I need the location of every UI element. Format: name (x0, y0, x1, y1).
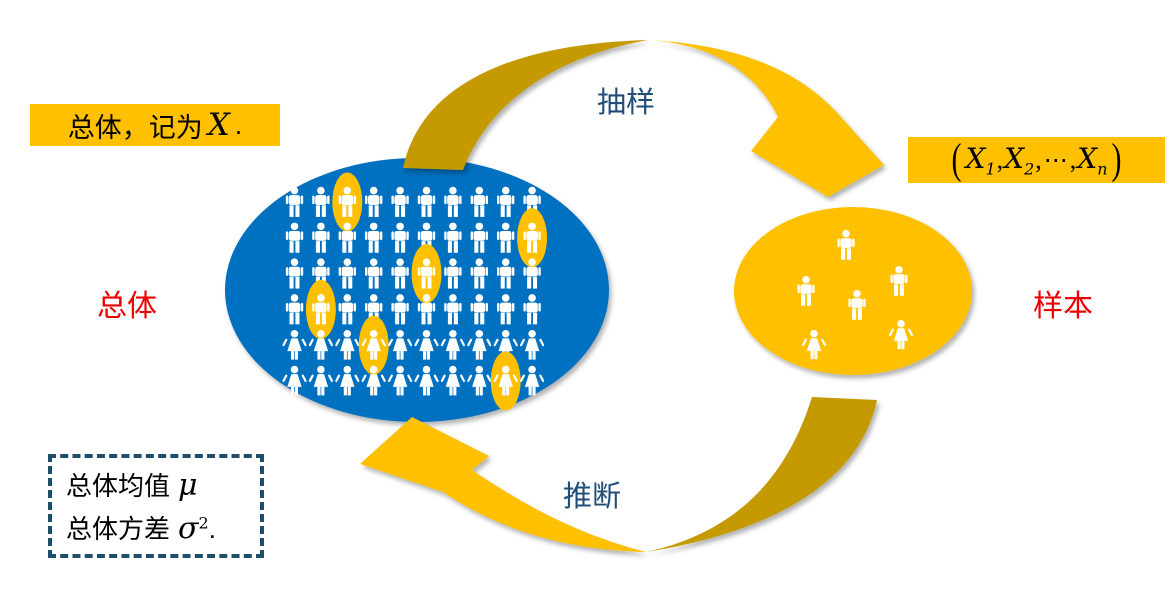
open-parenthesis: ( (951, 135, 962, 184)
tuple-subscript: n (1097, 159, 1108, 179)
tuple-variable: X1 (965, 141, 996, 179)
sampling-arrow-tail (403, 40, 648, 170)
comma-separator: , (1035, 145, 1042, 174)
tuple-variable: X2 (1004, 141, 1035, 179)
population-variance-text: 总体方差 (66, 514, 171, 544)
tuple-subscript: 2 (1024, 159, 1035, 179)
sample-tuple-box: (X1,X2,⋯,Xn) (908, 135, 1165, 184)
population-name-text: 总体，记为 (67, 112, 203, 143)
population-label: 总体 (97, 290, 157, 323)
sample-ellipse (734, 207, 972, 375)
inference-arrow-tail (646, 397, 877, 552)
inference-arrow-label: 推断 (562, 481, 621, 513)
sample-label: 样本 (1033, 290, 1093, 323)
inference-arrow-head (360, 417, 646, 552)
variance-period: . (208, 514, 216, 544)
population-name-box: 总体，记为 X . (30, 104, 280, 146)
tuple-subscript: 1 (985, 159, 996, 179)
population-people-grid (282, 172, 548, 411)
population-variable-x: X (207, 107, 230, 143)
tuple-variable: Xn (1077, 141, 1108, 179)
close-parenthesis: ) (1111, 135, 1122, 184)
ellipsis-dots: ⋯ (1043, 146, 1068, 174)
sigma-symbol: σ (178, 511, 199, 546)
comma-separator: , (996, 145, 1004, 174)
comma-separator: , (1069, 145, 1077, 174)
population-mean-text: 总体均值 (66, 471, 171, 501)
sampling-arrow-label: 抽样 (596, 87, 655, 119)
population-name-period: . (234, 109, 243, 140)
cycle-arrows (360, 40, 884, 552)
mu-symbol: μ (178, 468, 198, 503)
sigma-exponent: 2 (198, 513, 209, 533)
sampling-arrow-head (648, 40, 884, 197)
